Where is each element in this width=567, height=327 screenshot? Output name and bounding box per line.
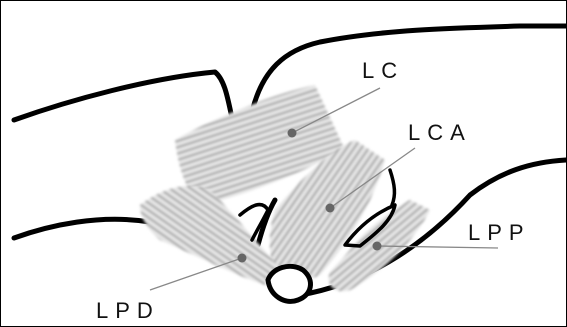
leader-lpd <box>150 258 242 290</box>
label-lpd: LPD <box>96 298 160 323</box>
dot-lc <box>288 129 297 138</box>
dot-lca <box>326 204 335 213</box>
label-lca: LCA <box>408 120 472 145</box>
ligaments <box>140 85 430 291</box>
upper-bone-outline <box>14 72 232 120</box>
fragment-outline-3 <box>390 170 394 205</box>
dot-lpd <box>238 254 247 263</box>
central-bone-knob <box>268 266 310 301</box>
label-lc: LC <box>362 58 404 83</box>
dot-lpp <box>373 242 382 251</box>
label-lpp: LPP <box>468 220 531 245</box>
